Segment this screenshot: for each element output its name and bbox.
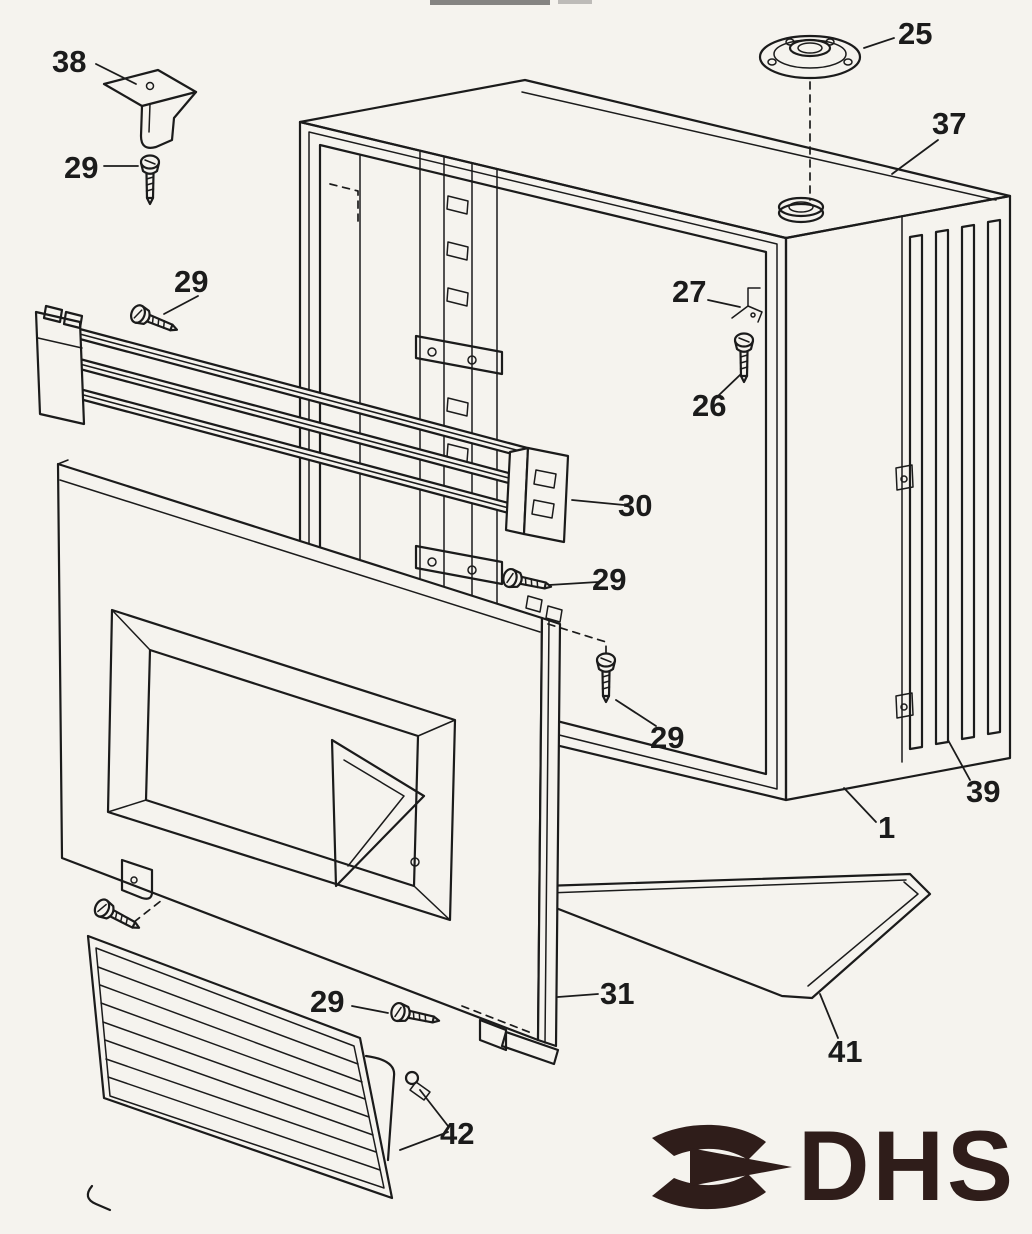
callout-29e: 29 [310,984,344,1019]
door-panel-part-31 [56,459,563,1066]
dhs-logo: DHS [652,1110,1016,1221]
dhs-logo-icon [652,1174,766,1210]
callout-29d: 29 [650,720,684,755]
callouts: 38 29 25 37 29 27 26 30 29 29 1 39 31 29… [52,16,1000,1151]
leader-lines [95,37,971,1151]
callout-27: 27 [672,274,706,309]
outer-casing-part-37 [298,78,1012,802]
grille-part-42 [86,934,431,1212]
callout-37: 37 [932,106,966,141]
callout-30: 30 [618,488,652,523]
callout-41: 41 [828,1034,862,1069]
callout-39: 39 [966,774,1000,809]
screw-29-center [500,566,555,597]
dhs-logo-icon [652,1124,766,1160]
dhs-logo-text: DHS [798,1110,1016,1221]
callout-29b: 29 [174,264,208,299]
callout-1: 1 [878,810,895,845]
rack-part-30 [34,304,570,544]
callout-38: 38 [52,44,86,79]
callout-25: 25 [898,16,932,51]
scan-artifact [430,0,550,5]
screw-29-door [595,652,617,704]
callout-26: 26 [692,388,726,423]
callout-29c: 29 [592,562,626,597]
scan-artifact [558,0,592,4]
screw-29-rack [127,302,182,340]
screw-29-top-left [139,154,161,206]
callout-29a: 29 [64,150,98,185]
retaining-pin [404,1070,431,1101]
flue-flange-part-25 [758,34,862,201]
screw-bottom-left [90,895,145,937]
callout-42: 42 [440,1116,474,1151]
flue-collar [777,196,825,224]
side-fins-part-39 [908,218,1002,751]
screw-29-bottom [388,1000,443,1031]
dhs-logo-icon [690,1148,792,1186]
bracket-part-38 [102,68,198,149]
screw-26 [733,332,755,384]
clip-part-27 [731,287,763,323]
callout-31: 31 [600,976,634,1011]
